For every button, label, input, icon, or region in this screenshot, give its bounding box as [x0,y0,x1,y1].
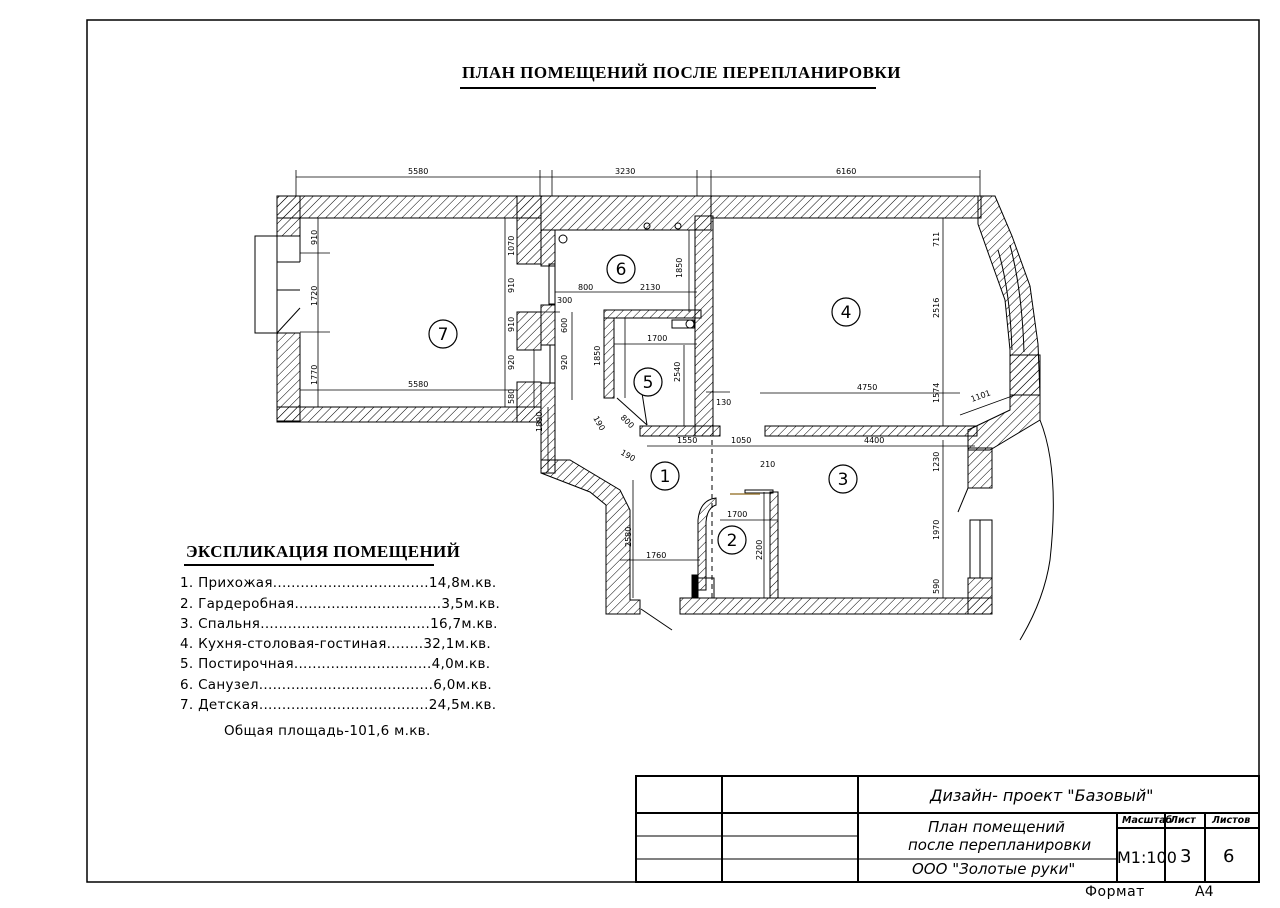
scale-header: Масштаб [1122,815,1173,826]
dimension-lines [295,170,1016,598]
dim-1550: 1550 [677,436,697,445]
sheets-header: Листов [1212,815,1251,826]
dim-2580: 2580 [624,527,633,547]
dim-1700a: 1700 [647,334,667,343]
room-2-label: 2 [727,531,738,551]
dim-1970: 1970 [932,520,941,540]
sheet-title-line1: План помещений [928,818,1065,836]
total-area: Общая площадь-101,6 м.кв. [224,723,431,739]
room-4-label: 4 [841,303,852,323]
dim-1850b: 1850 [593,346,602,366]
sheet-title-line2: после перепланировки [908,836,1092,854]
room-3-label: 3 [838,470,849,490]
explication-item: 4. Кухня-столовая-гостиная........32,1м.… [180,636,492,652]
project-name: Дизайн- проект "Базовый" [930,786,1154,805]
dim-1720: 1720 [310,286,319,306]
dim-1050: 1050 [731,436,751,445]
dim-910a: 910 [310,230,319,245]
dim-920a: 920 [507,355,516,370]
room-markers: 1 2 3 4 5 6 7 [428,254,861,555]
format-label: Формат [1085,884,1145,900]
dim-4750: 4750 [857,383,877,392]
room-1-label: 1 [660,467,671,487]
dim-130: 130 [716,398,731,407]
dim-920b: 920 [560,355,569,370]
dim-2540: 2540 [673,362,682,382]
room-7-label: 7 [438,325,449,345]
explication-title: ЭКСПЛИКАЦИЯ ПОМЕЩЕНИЙ [186,542,461,561]
dim-1230: 1230 [932,452,941,472]
dim-1850a: 1850 [675,258,684,278]
sheet-count: 6 [1223,846,1235,867]
explication-item: 7. Детская..............................… [180,697,497,713]
dim-600: 600 [560,318,569,333]
dim-2200: 2200 [755,540,764,560]
dim-4400: 4400 [864,436,884,445]
explication-item: 3. Спальня..............................… [180,616,498,632]
sheet-frame [86,19,1260,883]
explication-item: 2. Гардеробная..........................… [180,596,501,612]
plan-title-underline [460,87,876,89]
dim-590: 590 [932,579,941,594]
dim-190a: 190 [591,415,606,433]
sheet-number: 3 [1180,846,1192,867]
dim-210: 210 [760,460,775,469]
dim-top-c: 6160 [836,167,856,176]
dim-190b: 190 [619,448,637,463]
dim-5580-inner: 5580 [408,380,428,389]
dim-1760: 1760 [646,551,666,560]
dim-1770: 1770 [310,365,319,385]
scale-value: М1:100 [1117,848,1177,867]
dim-1700b: 1700 [727,510,747,519]
dim-2130: 2130 [640,283,660,292]
sheet-header: Лист [1170,815,1196,826]
dim-top-b: 3230 [615,167,635,176]
room-5-label: 5 [643,373,654,393]
dim-1890: 1890 [535,412,544,432]
company-name: ООО "Золотые руки" [912,860,1076,878]
dim-910b: 910 [507,278,516,293]
explication-title-underline [184,564,434,566]
dim-top-a: 5580 [408,167,428,176]
openings [254,222,1054,641]
title-block [635,775,1260,883]
walls [276,195,1041,615]
dim-1070: 1070 [507,236,516,256]
dim-711: 711 [932,232,941,247]
dim-1574: 1574 [932,383,941,403]
dim-1101: 1101 [970,388,992,403]
dim-910c: 910 [507,317,516,332]
explication-item: 6. Санузел..............................… [180,677,493,693]
dim-800b: 800 [619,413,636,430]
plan-title: ПЛАН ПОМЕЩЕНИЙ ПОСЛЕ ПЕРЕПЛАНИРОВКИ [462,63,901,82]
dim-300: 300 [557,296,572,305]
explication-item: 1. Прихожая.............................… [180,575,497,591]
dim-800a: 800 [578,283,593,292]
dim-580: 580 [507,389,516,404]
room-6-label: 6 [616,260,627,280]
explication-item: 5. Постирочная..........................… [180,656,491,672]
format-value: A4 [1195,884,1214,900]
dim-2516: 2516 [932,298,941,318]
